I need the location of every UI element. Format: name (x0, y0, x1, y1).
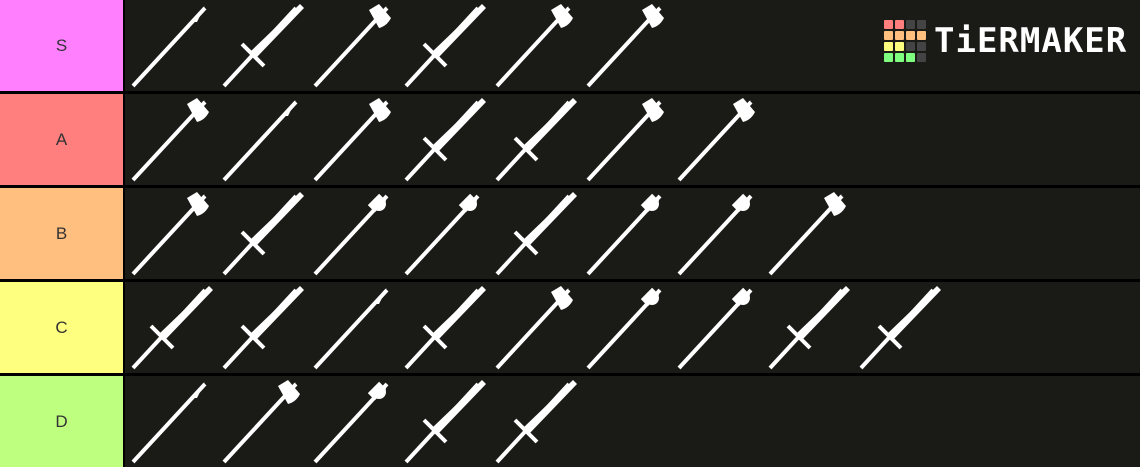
halberd-icon[interactable] (125, 188, 216, 279)
greatsword-icon[interactable] (398, 0, 489, 91)
zweihander-icon[interactable] (216, 188, 307, 279)
hatchet-icon[interactable] (216, 376, 307, 467)
logo-text: TiERMAKER (934, 21, 1128, 61)
logo-grid-cell (884, 31, 893, 40)
knife-icon[interactable] (398, 376, 489, 467)
tier-row-c: C (0, 282, 1140, 373)
shovel-icon[interactable] (125, 376, 216, 467)
tiermaker-logo: TiERMAKER (884, 20, 1127, 62)
longsword-icon[interactable] (489, 94, 580, 185)
tier-label[interactable]: B (0, 188, 125, 279)
halberd-icon[interactable] (307, 0, 398, 91)
logo-grid-cell (895, 20, 904, 29)
spear-icon[interactable] (125, 0, 216, 91)
tier-items (125, 0, 1140, 91)
greataxe-icon[interactable] (489, 0, 580, 91)
logo-grid-cell (895, 42, 904, 51)
poleaxe-icon[interactable] (580, 0, 671, 91)
club-icon[interactable] (671, 282, 762, 373)
sabre-icon[interactable] (216, 282, 307, 373)
pickaxe-icon[interactable] (489, 282, 580, 373)
tier-row-d: D (0, 376, 1140, 467)
sword-icon[interactable] (489, 188, 580, 279)
tier-items (125, 94, 1140, 185)
logo-grid-cell (917, 31, 926, 40)
logo-grid-cell (906, 20, 915, 29)
logo-grid-cell (906, 53, 915, 62)
halberd-icon[interactable] (307, 94, 398, 185)
logo-grid-cell (906, 31, 915, 40)
logo-grid-cell (917, 42, 926, 51)
morning-star-icon[interactable] (671, 188, 762, 279)
tier-items (125, 188, 1140, 279)
tier-row-s: S (0, 0, 1140, 91)
dagger-icon[interactable] (489, 376, 580, 467)
halberd-icon[interactable] (580, 94, 671, 185)
logo-grid-cell (884, 42, 893, 51)
spear-icon[interactable] (216, 94, 307, 185)
tier-label[interactable]: C (0, 282, 125, 373)
rapier-icon[interactable] (398, 282, 489, 373)
maul-icon[interactable] (398, 188, 489, 279)
tier-row-b: B (0, 188, 1140, 279)
scythe-blade-icon[interactable] (307, 282, 398, 373)
glaive-icon[interactable] (762, 188, 853, 279)
logo-grid-cell (884, 53, 893, 62)
logo-grid-cell (906, 42, 915, 51)
tier-label[interactable]: A (0, 94, 125, 185)
polearm-axe-icon[interactable] (125, 94, 216, 185)
longsword-icon[interactable] (216, 0, 307, 91)
tier-items (125, 282, 1140, 373)
war-pick-icon[interactable] (307, 188, 398, 279)
spiked-club-icon[interactable] (580, 188, 671, 279)
nail-club-icon[interactable] (307, 376, 398, 467)
logo-grid-cell (895, 53, 904, 62)
dagger-icon[interactable] (762, 282, 853, 373)
hammer-icon[interactable] (580, 282, 671, 373)
logo-grid-icon (884, 20, 926, 62)
logo-grid-cell (884, 20, 893, 29)
flamberge-icon[interactable] (398, 94, 489, 185)
logo-grid-cell (895, 31, 904, 40)
logo-grid-cell (917, 53, 926, 62)
shortsword-icon[interactable] (853, 282, 944, 373)
falchion-icon[interactable] (125, 282, 216, 373)
double-axe-icon[interactable] (671, 94, 762, 185)
logo-grid-cell (917, 20, 926, 29)
tier-items (125, 376, 1140, 467)
tier-label[interactable]: S (0, 0, 125, 91)
tier-label[interactable]: D (0, 376, 125, 467)
tier-row-a: A (0, 94, 1140, 185)
